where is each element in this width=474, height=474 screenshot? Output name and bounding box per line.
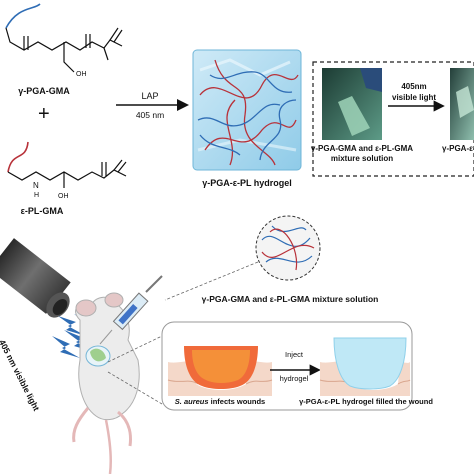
hydrogel-label: γ-PGA-ε-PL hydrogel (202, 178, 292, 188)
mixture-circle (255, 215, 321, 281)
plus-sign: + (38, 103, 50, 125)
lap-label: LAP (141, 91, 159, 101)
inject-label-1: Inject (285, 350, 303, 359)
nh-n: N (33, 181, 39, 190)
photo-left-caption-1: γ-PGA-GMA and ε-PL-GMA (310, 144, 414, 153)
photo-right (450, 68, 474, 140)
wavelength-label: 405 nm (135, 110, 165, 120)
oh-label-2: OH (58, 193, 69, 200)
nh-h: H (34, 192, 39, 199)
hydrogel-cube (192, 49, 302, 171)
photo-right-caption: γ-PGA-ε-P (442, 144, 474, 153)
photo-left-caption-2: mixture solution (330, 154, 394, 163)
photo-arrow-label-1: 405nm (401, 82, 427, 91)
infected-caption: S. aureus infects wounds (174, 397, 266, 406)
filled-caption: γ-PGA-ε-PL hydrogel filled the wound (299, 397, 433, 406)
dashed-leader-bottom-2 (107, 371, 163, 405)
dashed-leader-top (164, 261, 259, 301)
pl-gma-structure (7, 141, 127, 188)
pl-gma-label: ε-PL-GMA (20, 206, 64, 216)
infected-wound (167, 346, 273, 396)
filled-wound (319, 337, 411, 396)
inject-label-2: hydrogel (279, 374, 309, 383)
syringe (99, 275, 163, 345)
photo-arrow-label-2: visible light (391, 93, 437, 102)
light-source (0, 238, 71, 318)
photo-left (322, 68, 382, 140)
pga-gma-label: γ-PGA-GMA (18, 86, 70, 96)
mixture-label: γ-PGA-GMA and ε-PL-GMA mixture solution (201, 294, 379, 304)
oh-label: OH (76, 71, 87, 78)
pga-gma-structure (5, 3, 123, 73)
